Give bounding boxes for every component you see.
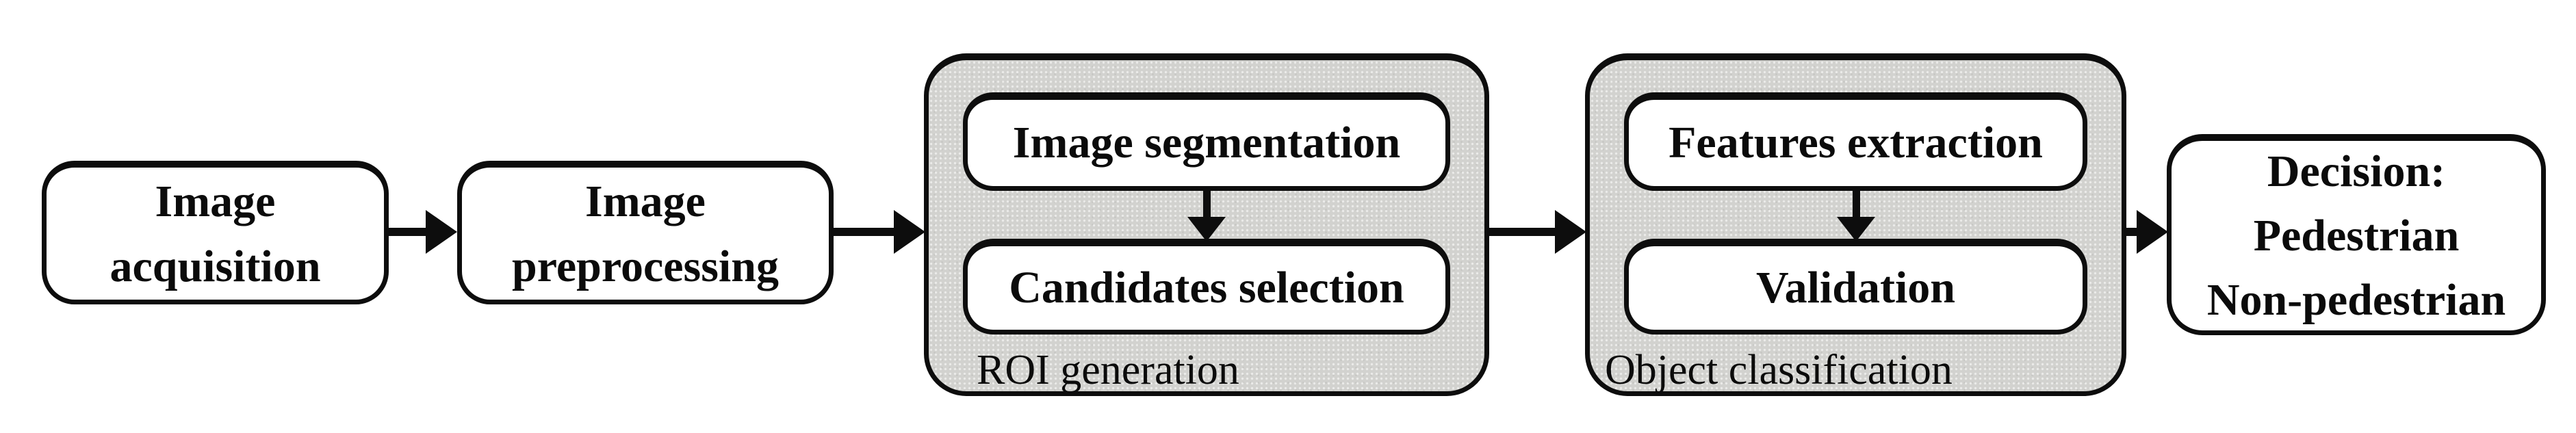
node-image-acquisition: Image acquisition — [42, 161, 389, 304]
group-object-classification: Features extraction Validation Object cl… — [1585, 53, 2126, 396]
node-candidates-selection: Candidates selection — [963, 239, 1450, 334]
arrow-shaft — [832, 228, 897, 236]
group-roi-generation: Image segmentation Candidates selection … — [924, 53, 1489, 396]
node-label-line: Image segmentation — [1012, 118, 1401, 168]
down-arrow-icon — [1836, 191, 1875, 241]
node-image-preprocessing: Image preprocessing — [457, 161, 834, 304]
node-label-line: acquisition — [110, 241, 321, 291]
node-label-line: Candidates selection — [1009, 263, 1404, 313]
arrow-head-icon — [894, 210, 925, 254]
node-label-line: Pedestrian — [2253, 210, 2460, 261]
arrow-head-icon — [2137, 210, 2168, 254]
group-caption: ROI generation — [977, 347, 1239, 393]
node-label-line: Image — [155, 176, 276, 226]
group-caption: Object classification — [1605, 347, 1953, 393]
node-label-line: Image — [585, 176, 706, 226]
arrow-head-icon — [1555, 210, 1586, 254]
node-label-line: Features extraction — [1669, 118, 2043, 168]
down-arrow-icon — [1187, 191, 1226, 241]
node-label-line: Decision: — [2267, 146, 2446, 196]
arrow-shaft — [387, 228, 428, 236]
arrow-head-icon — [1187, 217, 1226, 241]
node-image-segmentation: Image segmentation — [963, 92, 1450, 191]
arrow-shaft — [1852, 191, 1860, 217]
arrow-shaft — [2122, 228, 2139, 236]
node-label-line: Non-pedestrian — [2206, 274, 2506, 325]
arrow-shaft — [1203, 191, 1211, 217]
arrow-head-icon — [1836, 217, 1875, 241]
arrow-shaft — [1488, 228, 1558, 236]
node-label-line: preprocessing — [512, 241, 779, 291]
node-label-line: Validation — [1755, 263, 1955, 313]
node-validation: Validation — [1624, 239, 2087, 334]
node-decision: Decision: Pedestrian Non-pedestrian — [2167, 134, 2546, 335]
arrow-head-icon — [426, 210, 457, 254]
node-features-extraction: Features extraction — [1624, 92, 2087, 191]
